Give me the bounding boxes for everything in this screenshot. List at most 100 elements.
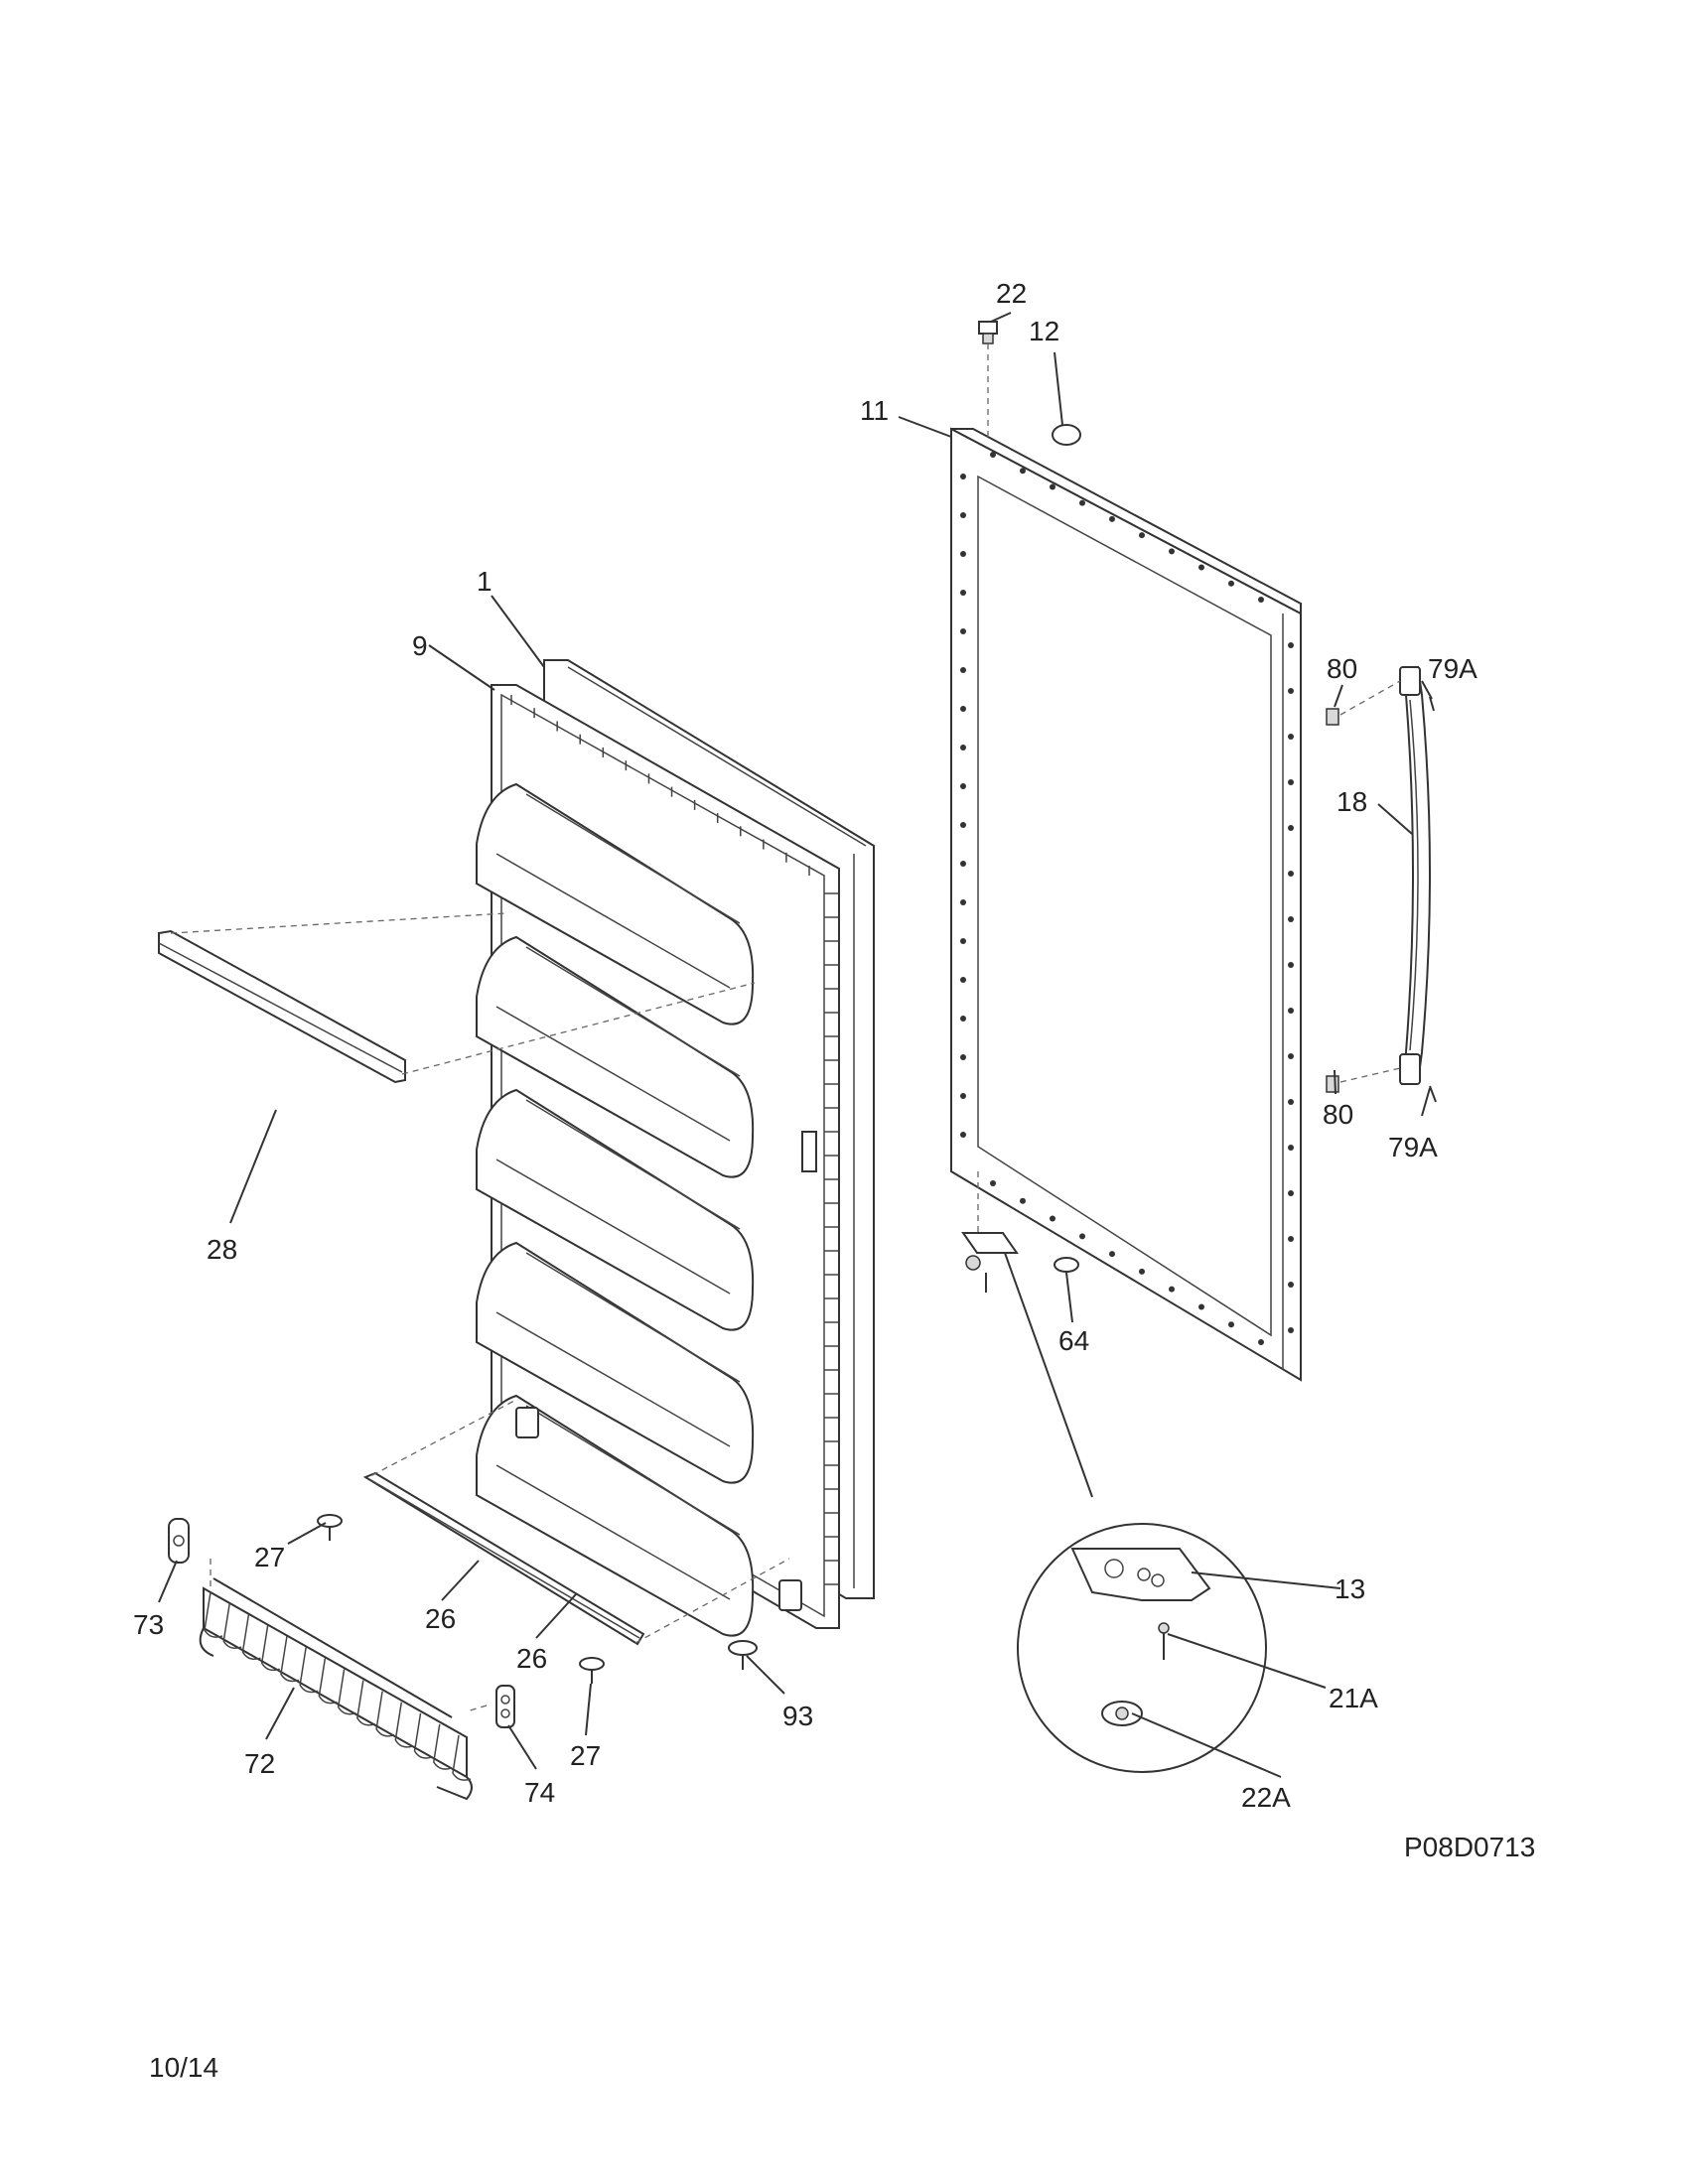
label-part-22: 22 [996,278,1027,309]
basket-wire [260,1625,280,1672]
label-part-79a-bottom: 79A [1388,1132,1438,1162]
hole-dot [960,1016,966,1022]
hole-dot [1079,499,1085,506]
liner-clip [515,1407,539,1438]
hole-dot [1288,1236,1294,1242]
shelf-bar [158,929,406,1084]
door-handle [1399,665,1431,1086]
hole-dot [1288,1008,1294,1014]
label-part-1: 1 [477,566,492,597]
basket-wire [222,1602,242,1649]
hole-dot [960,474,966,479]
hole-dot [960,628,966,634]
label-part-72: 72 [244,1748,275,1779]
basket-wire [280,1636,300,1683]
basket-wire [356,1680,376,1726]
hole-dot [1198,564,1204,571]
handle-stud-bottom [1326,1075,1339,1093]
hole-dot [1288,688,1294,694]
basket-wire [432,1723,453,1770]
basket-wire [413,1712,433,1759]
hole-dot [960,745,966,751]
hole-dot [1288,1282,1294,1288]
hole-dot [1288,962,1294,968]
drawing-code: P08D0713 [1404,1832,1535,1862]
hole-dot [1288,642,1294,648]
label-part-80-bottom: 80 [1323,1099,1353,1130]
hole-dot [1288,871,1294,877]
label-part-64: 64 [1058,1325,1089,1356]
leader-lines [158,312,1433,1778]
handle-screw-top [1429,696,1435,712]
hole-dot [960,667,966,673]
hole-dot [1288,1190,1294,1196]
hole-dot [1288,1327,1294,1333]
door-shelf [476,935,755,1178]
bottom-hinge-assembly [961,1232,1019,1293]
revision-date: 10/14 [149,2052,218,2083]
push-pin-lower [579,1657,605,1684]
label-part-21a: 21A [1329,1683,1378,1713]
push-pin-upper [317,1514,343,1541]
label-part-27-top: 27 [254,1542,285,1572]
label-part-93: 93 [782,1701,813,1731]
basket-wire [337,1669,356,1715]
hole-dot [1288,734,1294,740]
door-shelf [476,1241,755,1484]
basket-wire [299,1647,319,1694]
hole-dot [1258,597,1264,603]
alignment-lines [170,343,1401,1712]
hole-dot [1050,483,1055,490]
label-part-26-bottom: 26 [516,1643,547,1674]
part-labels: 1 9 11 22 12 80 79A 18 80 79A 28 64 13 2… [133,278,1477,1813]
basket-wire [394,1702,414,1748]
door-shelf [476,782,755,1025]
label-part-18: 18 [1336,786,1367,817]
push-pin-93 [728,1640,758,1670]
hole-dot [1258,1339,1264,1345]
hole-dot [1228,580,1234,587]
hole-dot [1079,1233,1085,1240]
hole-dot [960,1054,966,1060]
basket-wire [241,1614,261,1661]
label-part-79a-top: 79A [1428,653,1477,684]
label-part-28: 28 [207,1234,237,1265]
label-part-74: 74 [524,1777,555,1808]
hole-dot [1139,1268,1145,1275]
bottom-bar [362,1471,645,1646]
hole-dot [1169,548,1175,555]
label-part-22a: 22A [1241,1782,1291,1813]
hole-plug-64 [1054,1257,1079,1273]
door-mounting-holes [960,452,1294,1345]
label-part-9: 9 [412,630,428,661]
hole-dot [1288,779,1294,785]
hole-dot [1288,916,1294,922]
label-part-26-top: 26 [425,1603,456,1634]
hole-dot [1139,532,1145,539]
handle-screw-bottom [1429,1085,1437,1103]
hole-dot [1109,1251,1115,1258]
hole-dot [1020,1197,1026,1204]
hole-dot [1198,1303,1204,1310]
hole-dot [960,706,966,712]
basket-wire [204,1591,223,1638]
label-part-73: 73 [133,1609,164,1640]
hole-dot [990,1180,996,1186]
label-part-80-top: 80 [1327,653,1357,684]
hole-dot [960,977,966,983]
label-part-11: 11 [860,395,889,426]
wire-basket [199,1577,473,1801]
label-part-27-bottom: 27 [570,1740,601,1771]
hole-dot [1288,1053,1294,1059]
right-basket-bracket [495,1685,515,1728]
handle-stud-top [1326,708,1339,726]
outer-door-panel [950,427,1302,1382]
hole-dot [1288,1099,1294,1105]
hole-dot [1050,1215,1055,1222]
liner-clip [778,1579,802,1611]
hole-dot [960,861,966,867]
door-shelves [476,782,802,1637]
hole-dot [1169,1286,1175,1293]
hole-dot [960,551,966,557]
